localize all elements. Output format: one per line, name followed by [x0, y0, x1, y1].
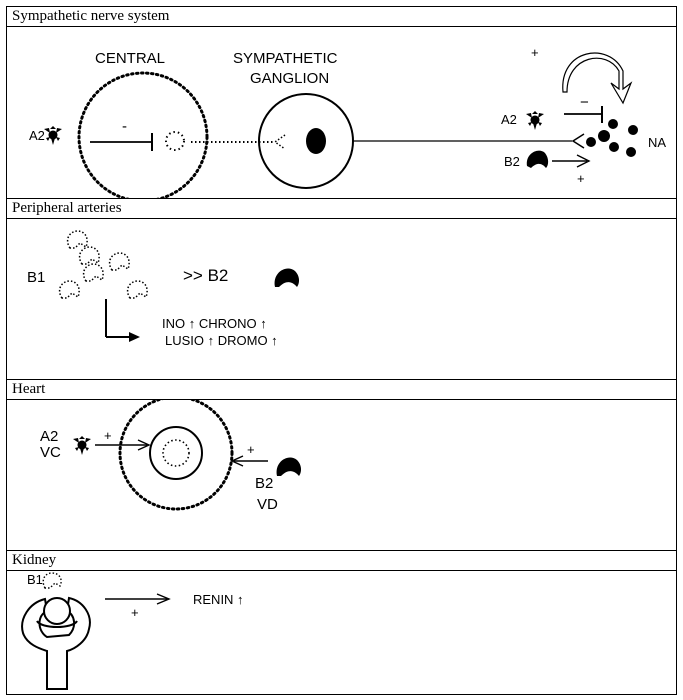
b2-receptor-icon	[277, 457, 301, 476]
lumen-dotted-circle	[163, 440, 189, 466]
a2-label: A2	[40, 428, 58, 445]
section-title-heart: Heart	[7, 380, 676, 400]
effect-line1: INO ↑ CHRONO ↑	[162, 316, 267, 331]
central-neuron-icon	[166, 132, 184, 150]
ganglion-nucleus	[306, 128, 326, 154]
b1-receptor-icon	[110, 253, 130, 270]
ganglion-label-line2: GANGLION	[250, 70, 329, 87]
na-label: NA	[648, 135, 666, 150]
a2-receptor-left-icon	[44, 126, 62, 145]
section-title-peripheral: Peripheral arteries	[7, 199, 676, 219]
minus-left: -	[122, 118, 127, 135]
b1-receptor-icon	[43, 573, 61, 588]
b2-receptor-icon	[275, 268, 299, 287]
central-label: CENTRAL	[95, 50, 165, 67]
feedback-curved-arrow	[563, 53, 631, 103]
vc-label: VC	[40, 444, 61, 461]
b1-receptor-icon	[128, 281, 148, 298]
b2-comparison-label: >> B2	[183, 266, 228, 285]
synapse-icon	[275, 135, 285, 149]
vd-label: VD	[257, 496, 278, 513]
na-vesicle	[609, 142, 619, 152]
plus-label: +	[131, 605, 139, 620]
b2-label: B2	[255, 475, 273, 492]
a2-receptor-icon	[73, 436, 91, 455]
a2-right-label: A2	[501, 112, 517, 127]
a2-left-label: A2	[29, 128, 45, 143]
ganglion-label-line1: SYMPATHETIC	[233, 50, 338, 67]
plus-bottom: +	[577, 171, 585, 186]
b1-receptor-icon	[60, 281, 80, 298]
na-vesicle	[626, 147, 636, 157]
diagram-frame: Sympathetic nerve system CENTRAL SYMPATH…	[6, 6, 677, 695]
minus-right: −	[580, 94, 589, 111]
peripheral-diagram: B1 >> B2 INO ↑ CHRONO ↑ LUSIO ↑ DROMO ↑	[7, 219, 676, 379]
b1-label: B1	[27, 269, 45, 286]
effect-line2: LUSIO ↑ DROMO ↑	[165, 333, 278, 348]
section-title-sympathetic: Sympathetic nerve system	[7, 7, 676, 27]
vessel-wall-circle	[150, 427, 202, 479]
central-dotted-circle	[79, 73, 207, 199]
nerve-terminal-icon	[573, 134, 584, 148]
na-vesicle	[608, 119, 618, 129]
b2-receptor-icon	[527, 151, 548, 168]
plus-top: +	[531, 45, 539, 60]
renin-label: RENIN ↑	[193, 592, 244, 607]
b2-label: B2	[504, 154, 520, 169]
na-vesicle	[628, 125, 638, 135]
effect-arrowhead	[129, 332, 140, 342]
plus-left: +	[104, 428, 112, 443]
b1-receptor-icon	[80, 247, 100, 264]
heart-diagram: A2 VC + + B2 VD	[7, 400, 676, 550]
plus-right: +	[247, 442, 255, 457]
kidney-diagram: B1 + RENIN ↑	[7, 571, 676, 694]
outer-dotted-circle	[120, 400, 232, 509]
b1-label: B1	[27, 572, 43, 587]
na-vesicle	[586, 137, 596, 147]
sympathetic-diagram: CENTRAL SYMPATHETIC GANGLION A2 - + − A2	[7, 27, 676, 199]
a2-receptor-right-icon	[526, 111, 544, 130]
b1-receptor-icon	[68, 231, 88, 248]
section-title-kidney: Kidney	[7, 551, 676, 571]
na-vesicle	[598, 130, 610, 142]
b1-receptor-icon	[84, 264, 104, 281]
juxtaglomerular-cell-icon	[22, 598, 90, 689]
